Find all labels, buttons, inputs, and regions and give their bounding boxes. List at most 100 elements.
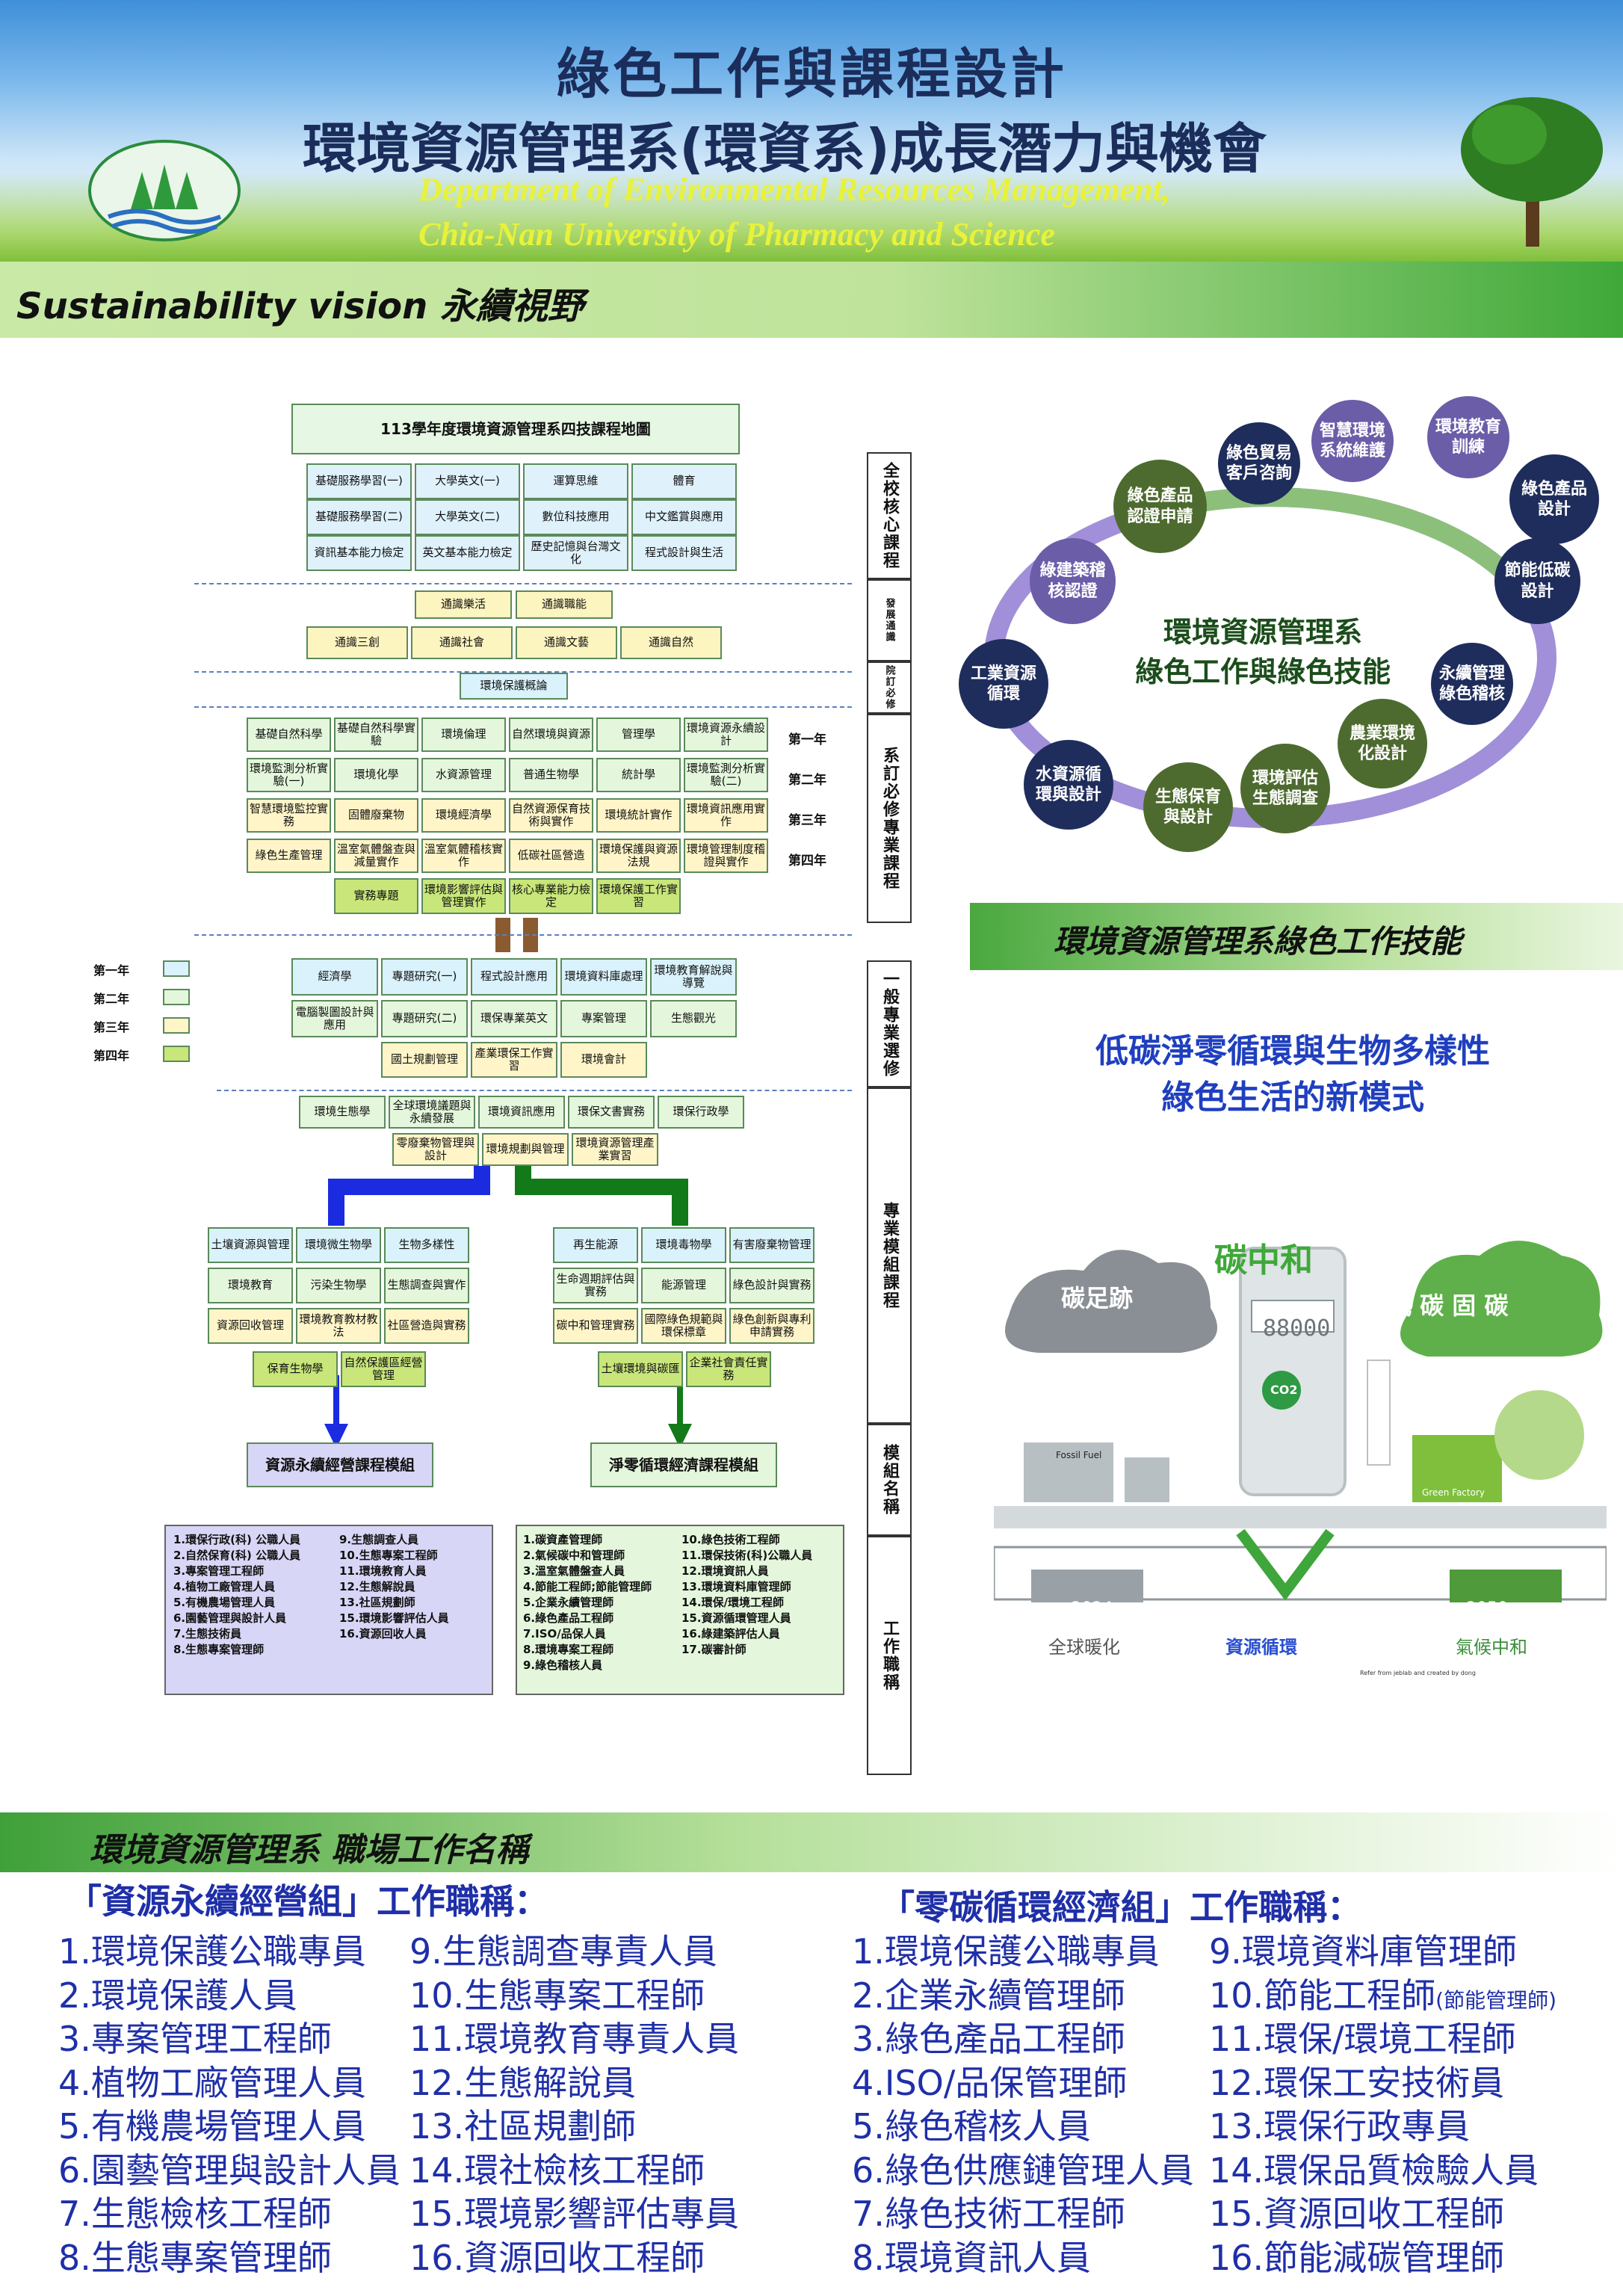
label-year-left: ~2024 [1057, 1599, 1113, 1618]
job-title: 6.綠色供應鏈管理人員 [852, 2150, 1194, 2191]
divider [194, 583, 852, 584]
group-left-heading: 「資源永續經營組」工作職稱： [67, 1881, 548, 1922]
tree-icon [1461, 97, 1603, 247]
general-course: 通識三創 [306, 626, 408, 659]
job-title: 3.綠色產品工程師 [852, 2019, 1125, 2059]
job-title: 10.生態專案工程師 [409, 1975, 705, 2016]
required-course: 綠色生產管理 [247, 839, 331, 873]
legend-label: 第二年 [93, 992, 130, 1006]
required-course: 管理學 [596, 718, 681, 752]
module-left-course: 保育生物學 [253, 1351, 338, 1387]
label-meter: 88000 [1263, 1315, 1331, 1342]
module-left-course: 環境微生物學 [296, 1227, 381, 1263]
core-course: 中文鑑賞與應用 [631, 499, 737, 535]
skill-node: 永續管理綠色稽核 [1431, 643, 1513, 725]
general-course: 通識樂活 [415, 590, 512, 619]
elective-course: 環境會計 [560, 1042, 647, 1078]
label-fossil: Fossil Fuel [1056, 1450, 1102, 1460]
job-title: 1.環境保護公職專員 [58, 1931, 366, 1972]
ring-center-line1: 環境資源管理系 [1163, 616, 1362, 649]
module-left-course: 環境教育教材教法 [296, 1308, 381, 1344]
job-title: 17.碳審計師 [681, 1643, 746, 1656]
module-left-course: 社區營造與實務 [384, 1308, 469, 1344]
job-title: 13.環保行政專員 [1209, 2106, 1471, 2147]
slogan-line1: 低碳淨零循環與生物多樣性 [1095, 1032, 1490, 1070]
job-title: 1.環保行政(科) 公職人員 [173, 1533, 301, 1546]
legend-swatch [163, 960, 190, 977]
group-right-heading: 「零碳循環經濟組」工作職稱： [880, 1887, 1361, 1928]
label-year-right: 2050~ [1466, 1599, 1522, 1618]
elective-course: 國土規劃管理 [381, 1042, 468, 1078]
required-course: 環境影響評估與管理實作 [421, 878, 506, 914]
required-course: 自然資源保育技術與實作 [509, 798, 593, 833]
job-title: 4.ISO/品保管理師 [852, 2062, 1128, 2103]
required-course: 自然環境與資源 [509, 718, 593, 752]
required-course: 環境資源永續設計 [684, 718, 768, 752]
job-title: 8.環境專案工程師 [523, 1643, 614, 1656]
module-right-course: 生命週期評估與實務 [553, 1268, 638, 1303]
job-title: 9.生態調查人員 [339, 1533, 419, 1546]
job-title: 16.綠建築評估人員 [681, 1627, 780, 1641]
job-title: 10.綠色技術工程師 [681, 1533, 780, 1546]
category-label: 一般專業選修 [867, 960, 912, 1087]
college-required-course: 環境保護概論 [460, 673, 568, 700]
module-common-course: 環境規劃與管理 [482, 1133, 569, 1166]
elective-course: 環保專業英文 [471, 1000, 557, 1037]
category-label: 模組名稱 [867, 1424, 912, 1536]
page-title: 綠色工作與課程設計 [555, 43, 1067, 105]
required-course: 環境監測分析實驗(一) [247, 758, 331, 792]
elective-course: 產業環保工作實習 [471, 1042, 557, 1078]
job-title: 1.環境保護公職專員 [852, 1931, 1160, 1972]
job-title: 10.生態專案工程師 [339, 1549, 438, 1562]
job-title: 6.綠色產品工程師 [523, 1611, 614, 1625]
module-left-name: 資源永續經營課程模組 [247, 1442, 433, 1487]
section-bar: Sustainability vision 永續視野 [0, 262, 1623, 338]
module-common-course: 全球環境議題與永續發展 [389, 1096, 475, 1129]
skill-node: 智慧環境系統維護 [1311, 400, 1394, 482]
required-course: 環境經濟學 [421, 798, 506, 833]
job-title: 12.環保工安技術員 [1209, 2062, 1505, 2103]
required-course: 環境化學 [334, 758, 418, 792]
general-course: 通識社會 [411, 626, 513, 659]
bottom-banner: 環境資源管理系 職場工作名稱 [0, 1812, 1623, 1872]
job-title: 3.溫室氣體盤查人員 [523, 1564, 625, 1578]
job-title: 16.節能減碳管理師 [1209, 2237, 1505, 2278]
job-title: 15.資源回收工程師 [1209, 2194, 1505, 2234]
required-course: 核心專業能力檢定 [509, 878, 593, 914]
core-course: 運算思維 [523, 463, 628, 499]
divider [217, 1090, 852, 1091]
required-course: 環境統計實作 [596, 798, 681, 833]
job-title: 12.環境資訊人員 [681, 1564, 769, 1578]
job-title: 14.環社檢核工程師 [409, 2150, 705, 2191]
carbon-neutral-illustration [994, 1218, 1607, 1682]
label-carbon-neutral: 碳中和 [1214, 1241, 1313, 1280]
job-title: 16.資源回收人員 [339, 1627, 427, 1641]
required-course: 環境監測分析實驗(二) [684, 758, 768, 792]
job-title: 7.生態檢核工程師 [58, 2194, 332, 2234]
job-title: 12.生態解說員 [339, 1580, 415, 1593]
job-title: 9.環境資料庫管理師 [1209, 1931, 1517, 1972]
legend-swatch [163, 989, 190, 1005]
job-title: 11.環保技術(科)公職人員 [681, 1549, 813, 1562]
module-common-course: 環境資源管理產業實習 [572, 1133, 658, 1166]
label-co2: CO2 [1270, 1383, 1298, 1397]
module-right-name: 淨零循環經濟課程模組 [590, 1442, 777, 1487]
module-right-course: 土壤環境與碳匯 [598, 1351, 683, 1387]
skill-node: 工業資源循環 [959, 639, 1048, 729]
job-title: 15.環境影響評估專員 [409, 2194, 740, 2234]
label-climate-neutral: 氣候中和 [1456, 1637, 1527, 1658]
label-green-factory: Green Factory [1422, 1487, 1485, 1498]
core-course: 大學英文(一) [415, 463, 520, 499]
elective-course: 電腦製圖設計與應用 [291, 1000, 378, 1037]
module-right-course: 綠色設計與實務 [729, 1268, 814, 1303]
slogan-line2: 綠色生活的新模式 [1161, 1078, 1424, 1117]
module-common-course: 環境生態學 [299, 1096, 386, 1129]
required-course: 環境管理制度稽證與實作 [684, 839, 768, 873]
module-right-course: 企業社會責任實務 [686, 1351, 771, 1387]
module-right-course: 綠色創新與專利申請實務 [729, 1308, 814, 1344]
job-title: 5.企業永續管理師 [523, 1596, 614, 1609]
module-left-course: 自然保護區經營管理 [341, 1351, 426, 1387]
